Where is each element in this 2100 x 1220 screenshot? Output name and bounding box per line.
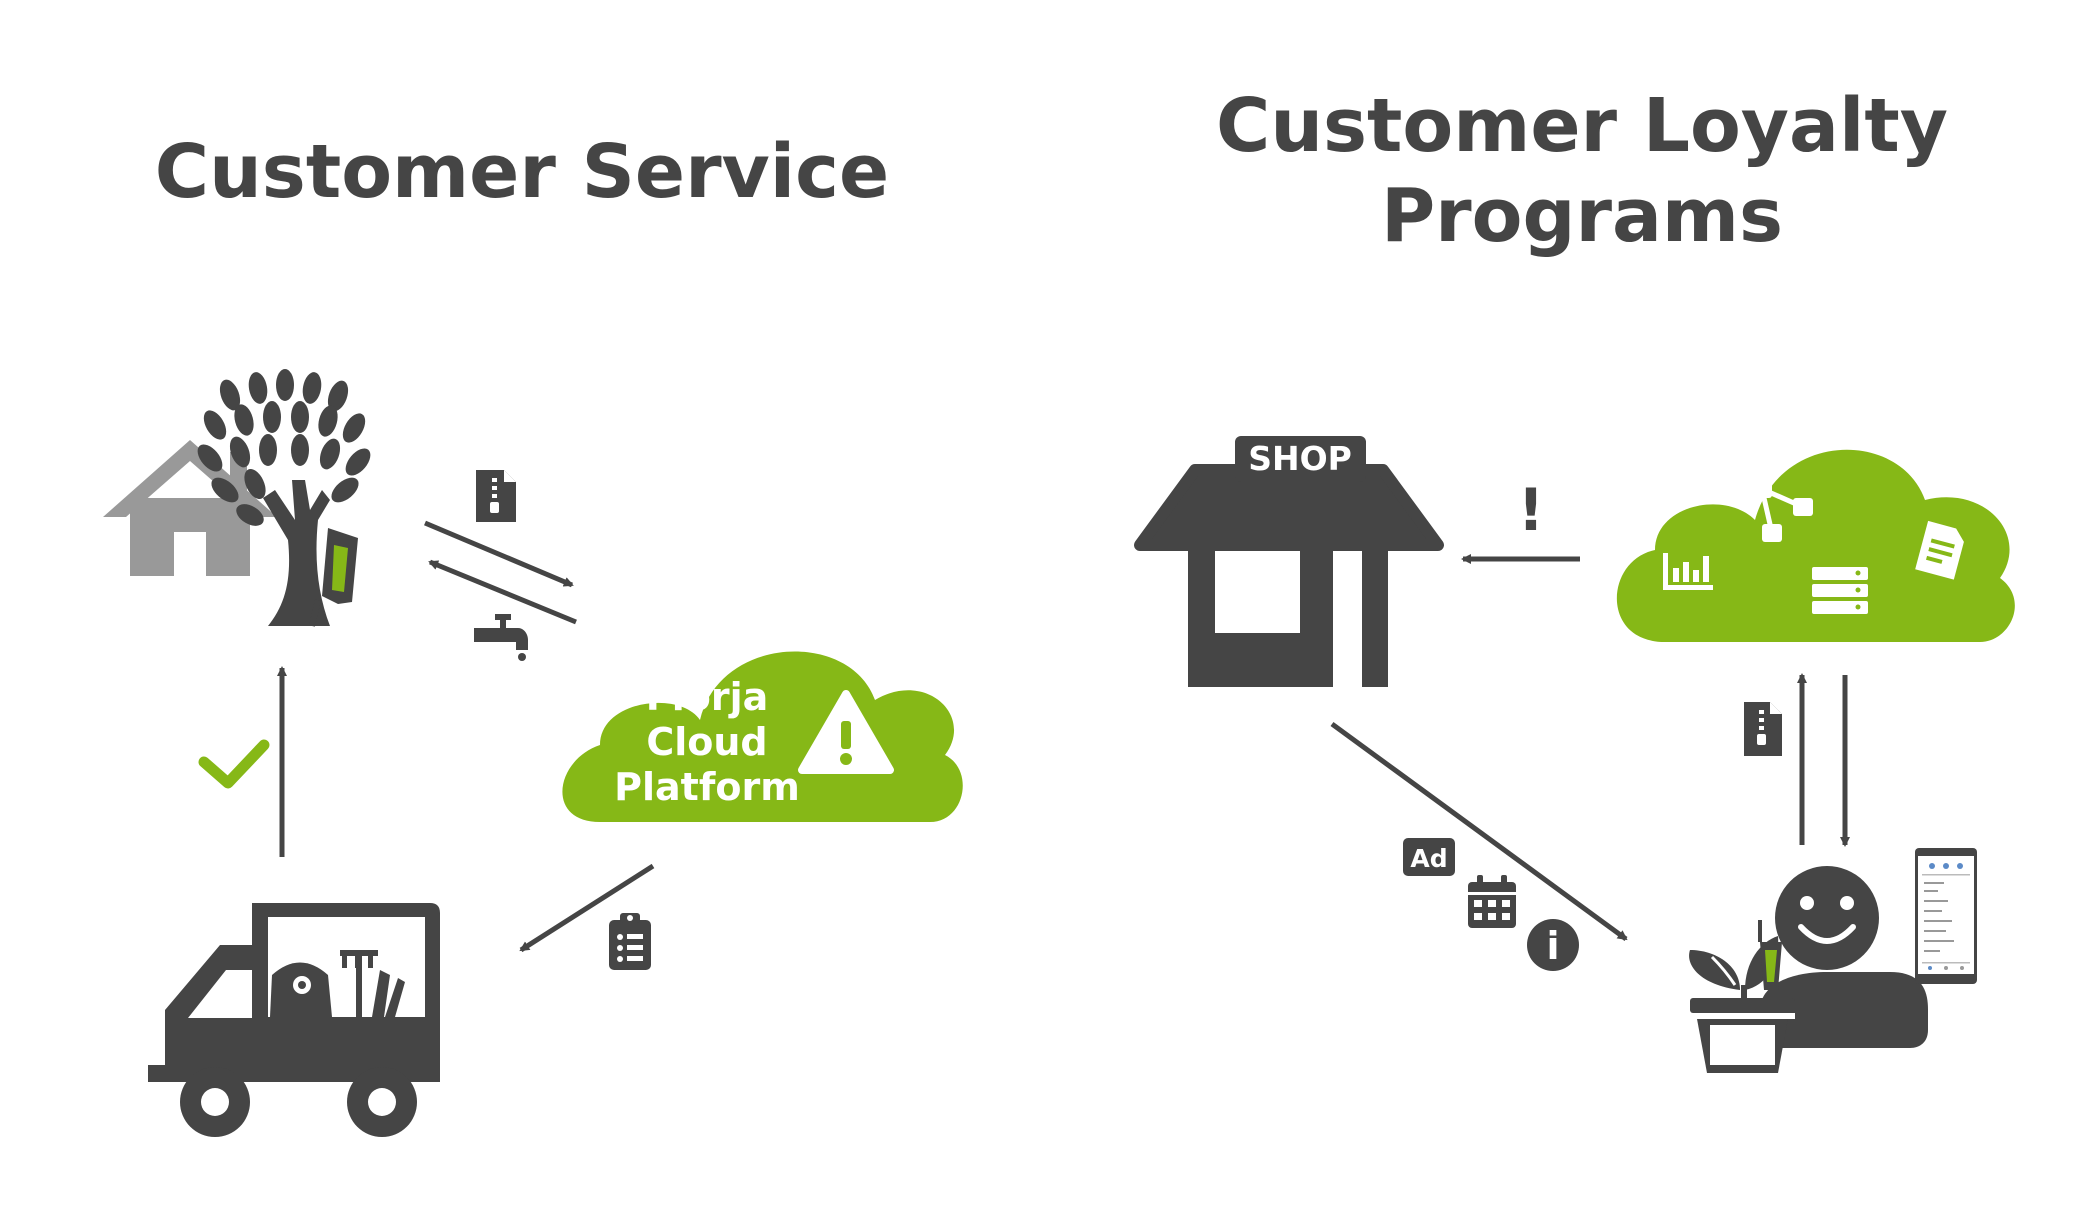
bar-chart-icon <box>1663 553 1713 590</box>
ad-badge-label: Ad <box>1410 844 1447 873</box>
data-upload-arrow <box>424 520 574 588</box>
info-glyph: i <box>1546 924 1559 968</box>
cloud-label-line-3: Platform <box>614 765 800 809</box>
truck-icon <box>148 903 440 1137</box>
tools-icon <box>270 950 405 1017</box>
zip-file-icon <box>476 470 516 522</box>
phone-app-icon <box>1915 848 1977 984</box>
calendar-icon <box>1468 875 1516 928</box>
exclamation-icon: ! <box>1518 476 1544 544</box>
network-icon <box>1752 480 1813 542</box>
warning-icon <box>798 690 894 774</box>
promotion-arrow <box>1330 721 1628 942</box>
check-icon <box>198 739 270 789</box>
sensor-icon <box>309 528 358 627</box>
server-icon <box>1812 567 1868 614</box>
document-icon <box>1915 520 1964 580</box>
florja-cloud: Florja Cloud Platform <box>562 651 963 822</box>
loyalty-title-line-2: Programs <box>1381 173 1783 259</box>
customer-service-title: Customer Service <box>155 129 889 215</box>
loyalty-title-line-1: Customer Loyalty <box>1216 83 1948 169</box>
loyalty-cloud <box>1616 449 2015 642</box>
cloud-label-line-1: Florja <box>646 675 769 719</box>
zip-file-icon <box>1744 702 1782 756</box>
watering-command-arrow <box>428 559 577 625</box>
shop-icon: SHOP <box>1134 436 1444 687</box>
cloud-label-line-2: Cloud <box>646 720 767 764</box>
ad-badge-icon: Ad <box>1403 838 1455 876</box>
water-tap-icon <box>474 614 528 661</box>
shop-sign-label: SHOP <box>1248 439 1352 478</box>
tree-icon <box>197 369 371 626</box>
smiley-person-icon <box>1760 866 1928 1048</box>
plant-pot-icon <box>1689 920 1795 1073</box>
clipboard-list-icon <box>609 913 651 970</box>
info-icon: i <box>1527 919 1579 971</box>
task-arrow <box>519 863 655 953</box>
